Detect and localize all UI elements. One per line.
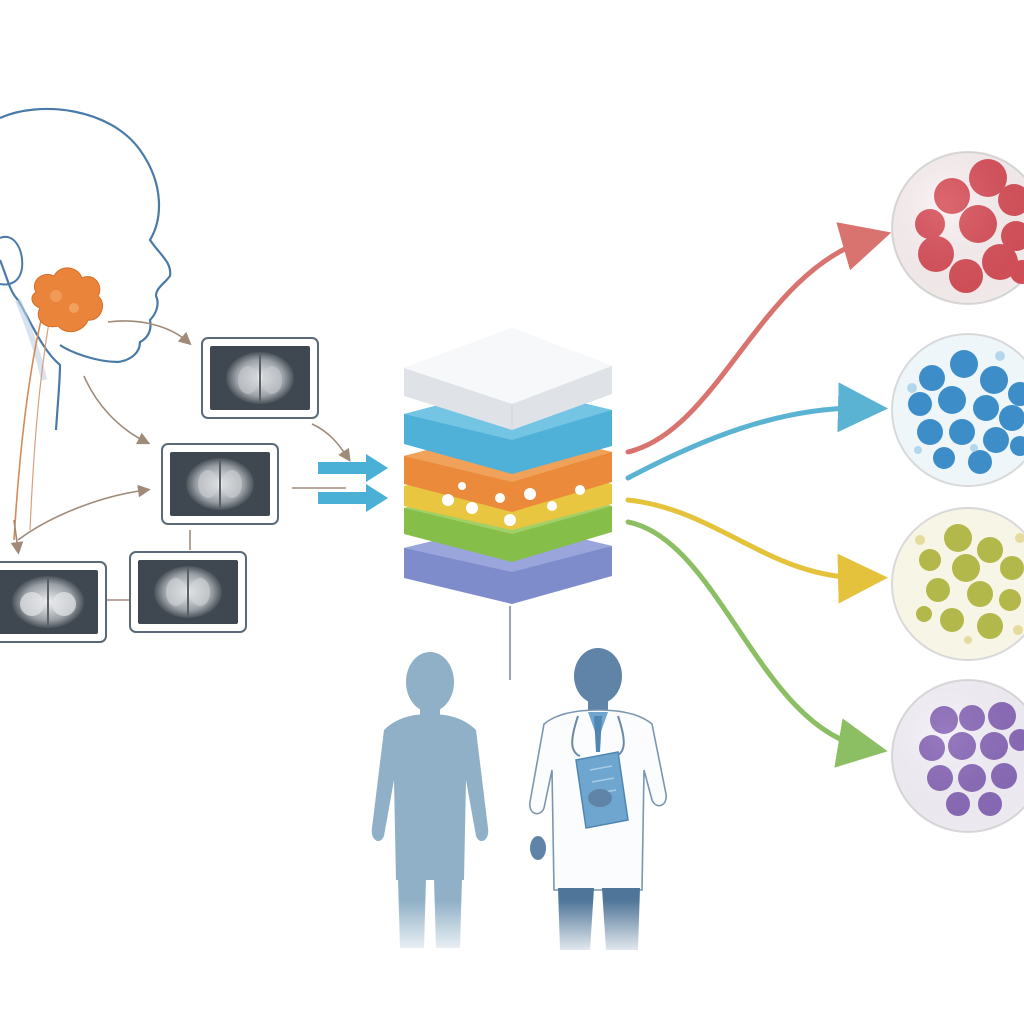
brain-scan-icon: [186, 458, 254, 510]
path-to-purple-cells: [625, 519, 888, 768]
scan-3: [0, 561, 107, 643]
tumor-to-scan-1-arrow: [107, 320, 192, 346]
scan-connectors: [10, 320, 351, 601]
input-arrow-upper: [318, 454, 388, 482]
brain-scan-icon: [226, 352, 294, 404]
input-arrow-lower: [318, 484, 388, 512]
purple-cells-icon: [891, 679, 1024, 833]
head-to-scan-4-arrow: [17, 484, 151, 541]
brain-scan-icon: [154, 566, 222, 618]
head-profile-icon: [0, 107, 172, 541]
path-to-blue-cells: [625, 382, 888, 481]
red-cells-icon: [891, 151, 1024, 305]
brain-scan-icon: [12, 576, 84, 628]
yellow-cells-icon: [891, 507, 1024, 661]
tumor-blob-icon: [31, 267, 103, 333]
output-paths: [625, 222, 892, 768]
figure-fade: [360, 900, 680, 960]
layer-stack-icon: [404, 328, 612, 680]
scan-1: [201, 337, 319, 419]
scan-4: [129, 551, 247, 633]
nerve-to-scan-3-arrow: [10, 519, 24, 555]
scan-2: [161, 443, 279, 525]
head-to-scan-2-arrow: [83, 375, 151, 445]
layer-node-dots: [442, 482, 585, 526]
scan-1-to-model-arrow: [311, 423, 351, 462]
path-to-red-cells: [625, 222, 892, 455]
input-arrows: [318, 454, 388, 512]
path-to-yellow-cells: [625, 497, 888, 604]
blue-cells-icon: [891, 333, 1024, 487]
